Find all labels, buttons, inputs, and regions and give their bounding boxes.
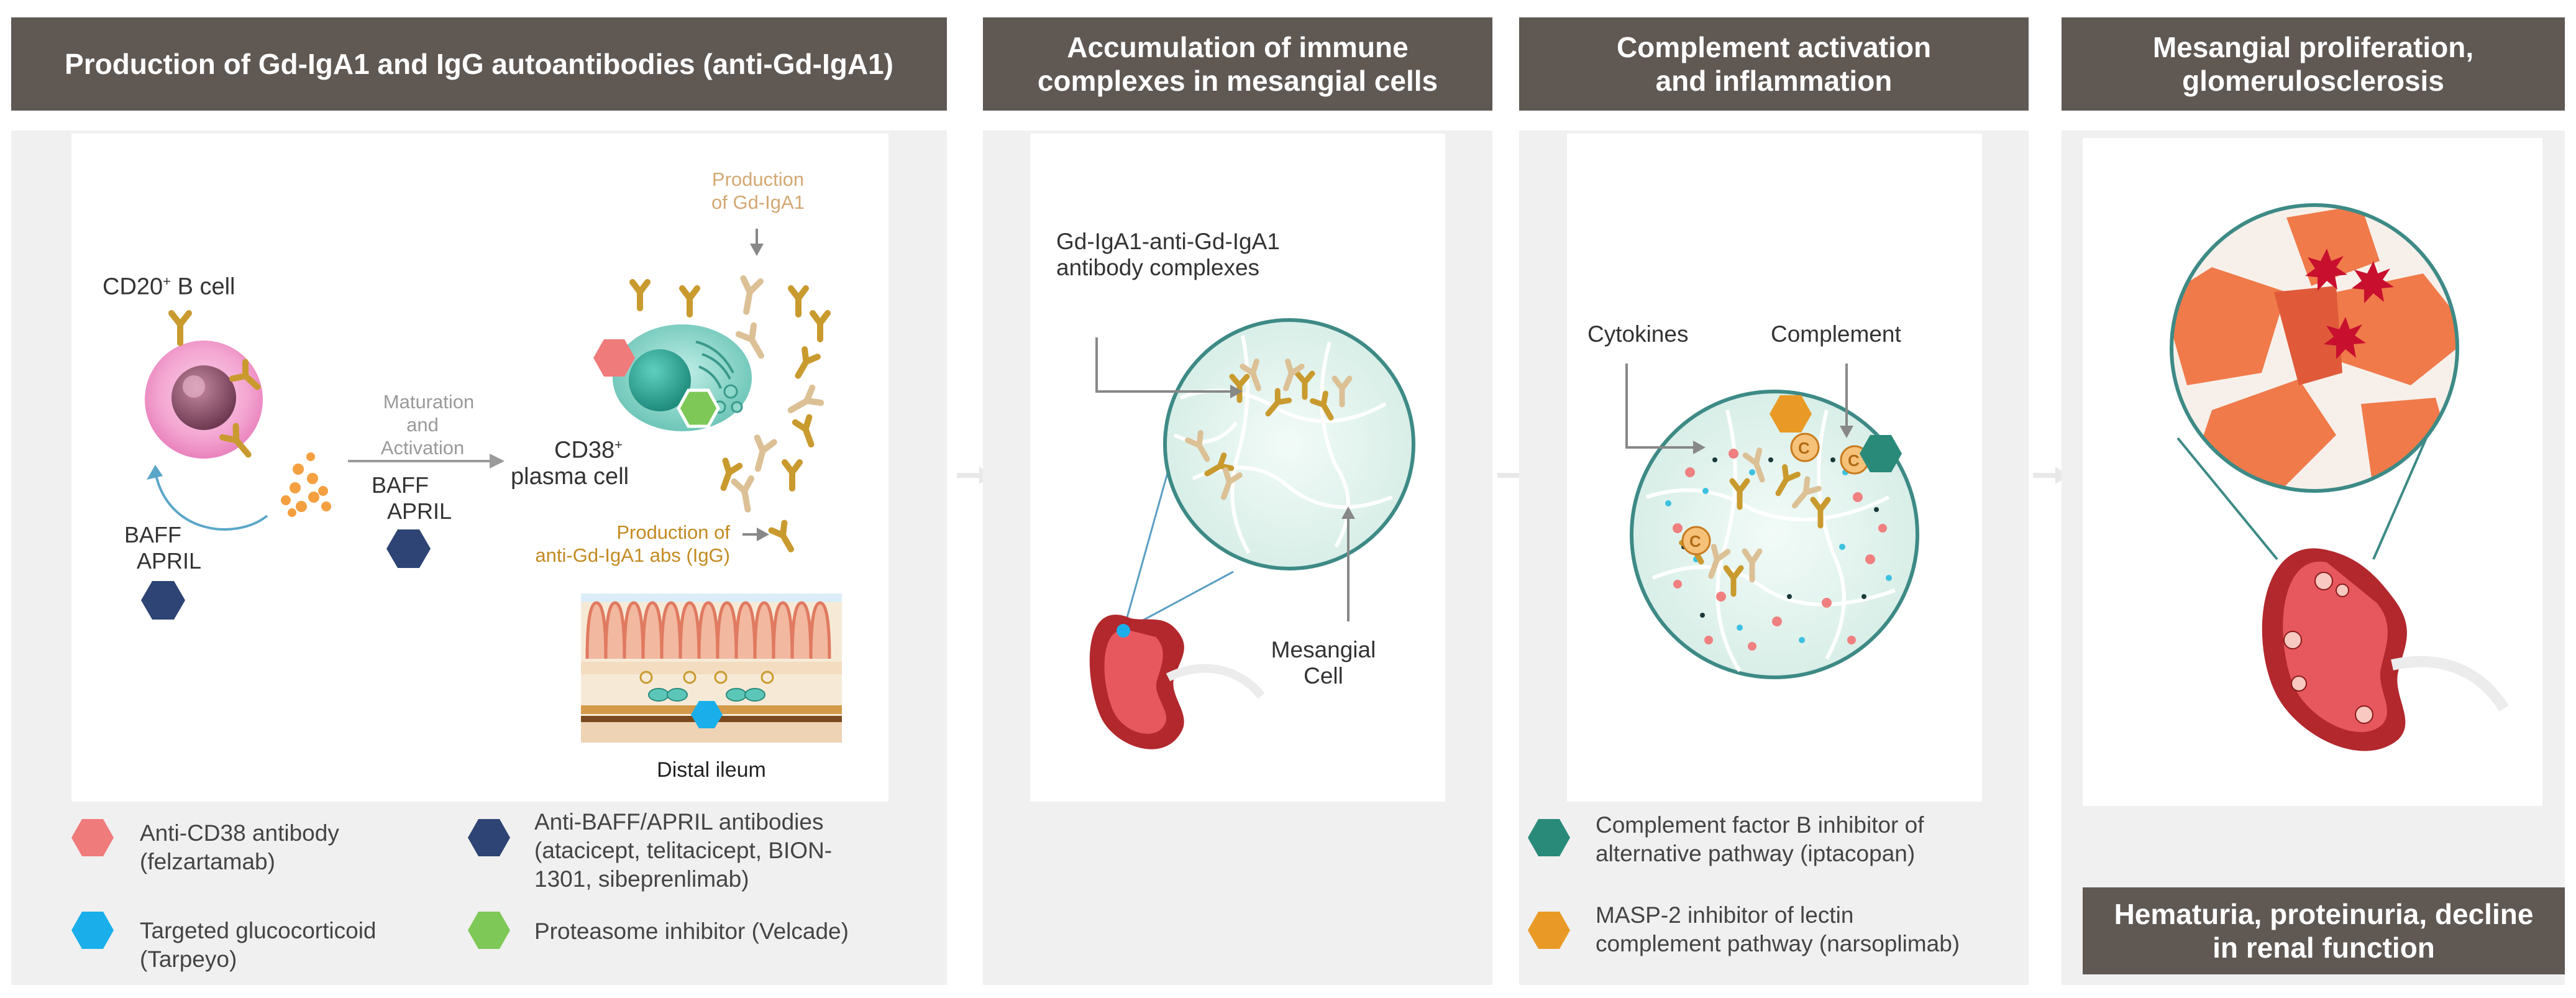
cd38-hexagon (593, 339, 635, 377)
cytokines-label: Cytokines (1587, 321, 1689, 347)
b-cell-label: CD20+ B cell (103, 273, 235, 300)
panel-4-footer-line2: in renal function (2213, 932, 2435, 964)
production-gd-label: Production of Gd-IgA1 (711, 168, 805, 213)
kidney-p4 (2262, 548, 2509, 751)
legend-hex-factor-b (1528, 819, 1570, 856)
maturation-label: Maturation and Activation (380, 391, 475, 459)
factor-b-hexagon (1860, 435, 1902, 472)
panel-4-footer: Hematuria, proteinuria, decline in renal… (2083, 887, 2565, 974)
cytokine-dots-p3 (1665, 449, 1892, 651)
kidney-p2 (1089, 615, 1265, 749)
baff-april-label-right: BAFF APRIL (372, 472, 452, 524)
complement-label: Complement (1771, 321, 1901, 347)
c-letter-1: C (1798, 439, 1810, 457)
sclerosis-zoom (2172, 205, 2457, 491)
panel-3-header: Complement activation and inflammation (1519, 17, 2029, 111)
ileum-glucocorticoid-hexagon (691, 701, 723, 728)
baff-april-label-left: BAFF APRIL (124, 522, 202, 574)
c-letter-3: C (1689, 532, 1701, 551)
panel-3-title-line1: Complement activation (1616, 31, 1932, 63)
legend-proteasome: Proteasome inhibitor (Velcade) (534, 918, 849, 944)
panel-2-title-line2: complexes in mesangial cells (1037, 65, 1438, 97)
inflammatory-stars (2305, 249, 2394, 359)
b-cell-antibodies (168, 310, 261, 458)
ileum-label: Distal ileum (657, 758, 766, 782)
legend-glucocorticoid: Targeted glucocorticoid(Tarpeyo) (140, 918, 377, 972)
baff-april-hexagon-left (141, 581, 185, 620)
mesangial-cell-label: Mesangial Cell (1271, 637, 1376, 689)
masp2-hexagon (1770, 395, 1812, 433)
legend-hex-proteasome (468, 912, 510, 949)
legend-baff-april: Anti-BAFF/APRIL antibodies(atacicept, te… (534, 809, 833, 892)
panel-4-header: Mesangial proliferation, glomerulosclero… (2062, 17, 2565, 111)
panel-1-title: Production of Gd-IgA1 and IgG autoantibo… (65, 48, 893, 80)
immune-complex-label: Gd-IgA1-anti-Gd-IgA1 antibody complexes (1056, 229, 1280, 280)
panel-4-title-line2: glomerulosclerosis (2182, 65, 2444, 97)
legend-hex-cd38 (71, 819, 114, 856)
panel-4-title-line1: Mesangial proliferation, (2152, 31, 2474, 63)
panel-1-header: Production of Gd-IgA1 and IgG autoantibo… (11, 17, 947, 111)
complement-c-markers (1681, 433, 1870, 556)
cytokine-dots (281, 452, 331, 517)
panel-4-footer-line1: Hematuria, proteinuria, decline (2114, 898, 2534, 930)
legend-cd38: Anti-CD38 antibody(felzartamab) (140, 820, 339, 874)
plasma-cell-nucleus (629, 349, 691, 411)
panel-3-title-line2: and inflammation (1655, 65, 1893, 97)
panel-2-header: Accumulation of immune complexes in mesa… (983, 17, 1492, 111)
proteasome-hexagon (677, 388, 720, 428)
legend-hex-baff (468, 819, 510, 856)
legend-hex-masp2 (1528, 912, 1570, 949)
baff-april-hexagon-right (386, 529, 431, 568)
production-abs-label: Production of anti-Gd-IgA1 abs (IgG) (535, 521, 730, 566)
plasma-antibodies (629, 275, 831, 552)
feedback-arrow (154, 472, 268, 531)
legend-hex-glucocorticoid (71, 912, 114, 949)
distal-ileum-illustration (581, 593, 842, 743)
plasma-cell-label: CD38+ plasma cell (511, 437, 629, 490)
sclerosis-zoom-border (2170, 203, 2459, 493)
panel-2-title-line1: Accumulation of immune (1067, 31, 1409, 63)
c-letter-2: C (1848, 451, 1860, 470)
immune-complexes-p2 (1185, 358, 1353, 500)
